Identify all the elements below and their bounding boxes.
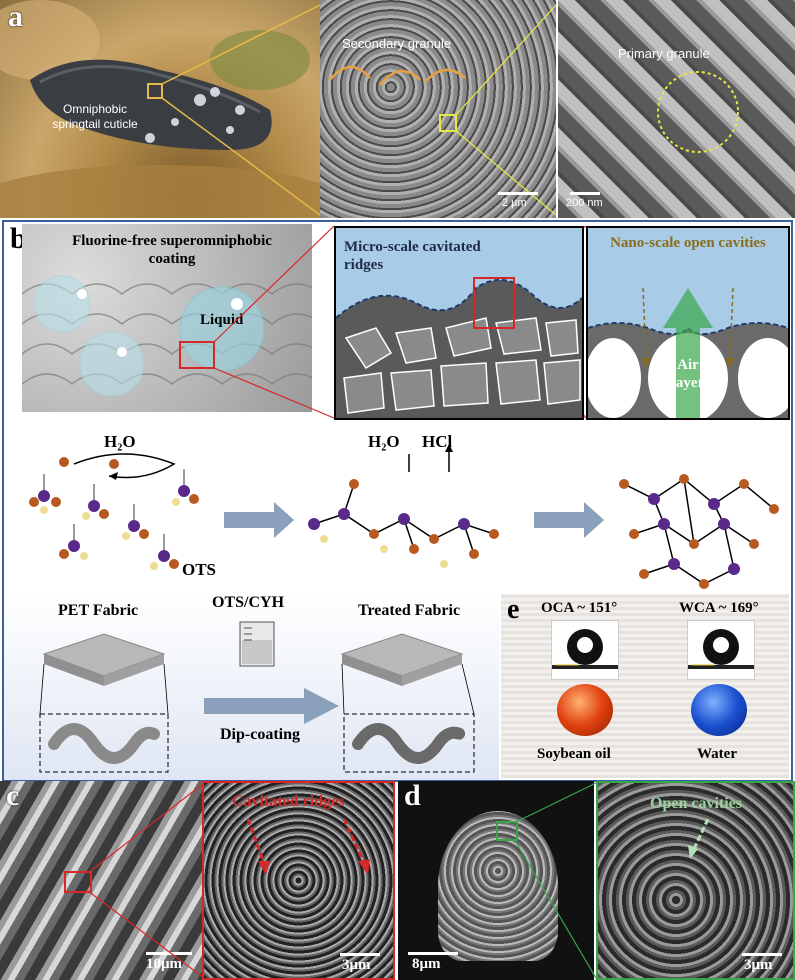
sem1-overlay [320, 0, 556, 218]
treated-fabric-label: Treated Fabric [358, 602, 460, 620]
wca-label: WCA ~ 169° [679, 600, 759, 617]
panel-a: a Omniphobic springtail cuticle Secondar… [0, 0, 795, 218]
sem1-label: Secondary granule [342, 36, 451, 51]
wca-droplet-image [687, 620, 755, 680]
sem-c-zoom: Cavitated ridges 3μm [202, 781, 395, 980]
c-scale-label-2: 3μm [342, 957, 371, 974]
ridges-diagram: Micro-scale cavitated ridges [334, 226, 584, 420]
sem2-scale-label: 200 nm [566, 197, 603, 209]
pet-fabric-label: PET Fabric [58, 602, 138, 620]
panel-e: e OCA ~ 151° WCA ~ 169° Soybean oil Wate… [501, 594, 789, 778]
springtail-photo: a Omniphobic springtail cuticle [0, 0, 320, 218]
c-scale-label-1: 10μm [146, 956, 182, 973]
fabric-row: PET Fabric OTS/CYH Treated Fabric Dip-co… [4, 594, 499, 780]
soybean-oil-drop [557, 684, 613, 736]
d-scale-label-1: 8μm [412, 956, 441, 973]
panel-label-d: d [404, 781, 421, 813]
c-scalebar-2 [340, 953, 380, 956]
panel-label-e: e [507, 594, 519, 626]
dip-coating-label: Dip-coating [220, 726, 300, 744]
liquid-label: Liquid [200, 312, 243, 329]
sem2-overlay [558, 0, 795, 218]
reaction-arrow-2 [534, 502, 604, 538]
c-zoom-box [64, 871, 92, 893]
hydrolysis-network [308, 444, 499, 568]
springtail-caption: Omniphobic springtail cuticle [40, 102, 150, 132]
fabric-illustration [4, 594, 499, 780]
hcl-label: HCl [422, 432, 452, 452]
sem2-scalebar [570, 192, 600, 195]
open-cavities-label: Open cavities [650, 795, 742, 813]
sem1-scalebar [498, 192, 538, 195]
d-scalebar-1 [408, 952, 458, 955]
water-label: Water [697, 746, 737, 763]
h2o-label-2: H₂O [368, 432, 400, 452]
sem-d-overview: d 8μm [398, 781, 594, 980]
sem-primary-granule: Primary granule 200 nm [558, 0, 795, 218]
ridges-title: Micro-scale cavitated ridges [344, 238, 484, 274]
sem-d-zoom: Open cavities 3μm [596, 781, 795, 980]
sem1-scale-label: 2 μm [502, 197, 527, 209]
panel-label-a: a [8, 0, 23, 34]
c-scalebar-1 [146, 952, 192, 955]
oca-label: OCA ~ 151° [541, 600, 617, 617]
oca-droplet-image [551, 620, 619, 680]
reaction-arrow-1 [224, 502, 294, 538]
h2o-label-1: H₂O [104, 432, 136, 452]
ots-label: OTS [182, 560, 216, 580]
nano-title: Nano-scale open cavities [608, 234, 768, 252]
d-scalebar-2 [742, 953, 782, 956]
sem2-label: Primary granule [618, 46, 710, 61]
sem-c-overview: c 10μm [0, 781, 202, 980]
panel-b-frame: b Fluorine-free superomniphobic coating … [2, 220, 793, 782]
cavitated-ridges-label: Cavitated ridges [232, 793, 344, 811]
c-red-arrows [204, 783, 393, 978]
sem-secondary-granule: Secondary granule 2 μm [320, 0, 558, 218]
d-zoom-box [496, 821, 518, 841]
panel-d: d 8μm Open cavities 3μm [398, 781, 795, 980]
panel-c: c 10μm Cavitated ridges 3μm [0, 781, 395, 980]
coating-title: Fluorine-free superomniphobic coating [62, 232, 282, 268]
soybean-oil-label: Soybean oil [537, 746, 611, 763]
ots-molecules [29, 454, 199, 570]
crosslinked-network [619, 474, 779, 589]
air-layer-label: Air layer [666, 356, 710, 392]
d-scale-label-2: 3μm [744, 957, 773, 974]
coating-render: Fluorine-free superomniphobic coating Li… [22, 224, 312, 412]
water-drop [691, 684, 747, 736]
panel-label-c: c [6, 781, 19, 813]
ots-cyh-label: OTS/CYH [212, 594, 284, 612]
nano-cavity-diagram: Nano-scale open cavities Air layer [586, 226, 790, 420]
